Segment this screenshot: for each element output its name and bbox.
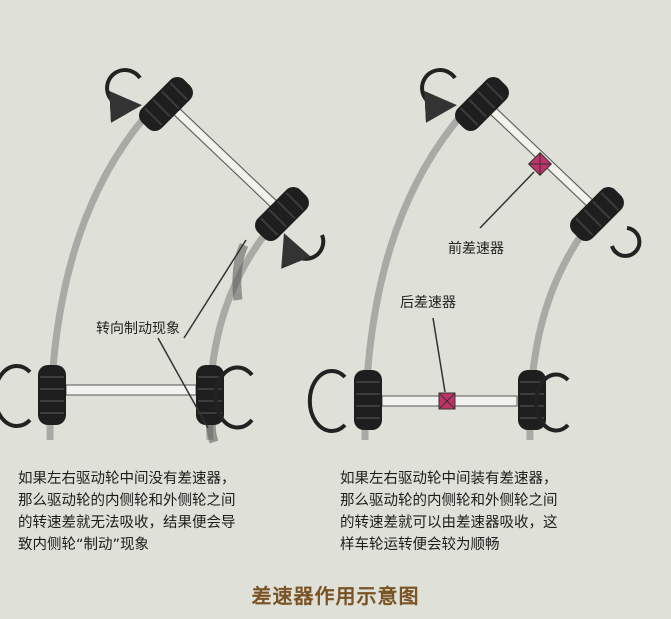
right-vehicle <box>307 68 642 441</box>
rotation-arrow-icon <box>281 233 326 269</box>
caption-line: 的转速差就可以由差速器吸收，这 <box>340 515 558 531</box>
left-rear-axle <box>65 384 197 396</box>
right-front-outer-tire <box>449 71 515 137</box>
rotation-arrow-icon <box>307 369 347 433</box>
caption-line: 如果左右驱动轮中间装有差速器， <box>340 471 558 487</box>
leader-line <box>432 317 446 393</box>
right-caption: 如果左右驱动轮中间装有差速器， 那么驱动轮的内侧轮和外侧轮之间 的转速差就可以由… <box>340 468 640 556</box>
right-outer-track <box>361 92 483 441</box>
left-caption: 如果左右驱动轮中间没有差速器， 那么驱动轮的内侧轮和外侧轮之间 的转速差就无法吸… <box>18 468 318 556</box>
rotation-arrow-icon <box>105 68 142 123</box>
left-skid-mark <box>232 243 249 301</box>
rotation-arrow-icon <box>213 365 254 430</box>
diagram-title: 差速器作用示意图 <box>251 584 420 608</box>
left-vehicle <box>0 68 326 444</box>
caption-line: 的转速差就无法吸收，结果便会导 <box>18 515 236 531</box>
brake-phenomenon-label: 转向制动现象 <box>96 321 180 337</box>
front-differential-label: 前差速器 <box>448 241 504 257</box>
caption-line: 如果左右驱动轮中间没有差速器， <box>18 471 236 487</box>
left-rear-outer-tire <box>37 364 67 426</box>
caption-line: 致内侧轮“制动”现象 <box>18 537 150 553</box>
left-front-axle <box>172 107 281 211</box>
caption-line: 那么驱动轮的内侧轮和外侧轮之间 <box>18 493 236 509</box>
rear-differential <box>438 392 456 410</box>
rotation-arrow-icon <box>420 68 457 123</box>
rotation-arrow-icon <box>610 226 642 258</box>
front-differential <box>527 151 553 177</box>
leader-line <box>479 171 535 229</box>
caption-line: 样车轮运转便会较为顺畅 <box>340 537 500 553</box>
rear-differential-label: 后差速器 <box>400 295 456 311</box>
right-rear-outer-tire <box>353 369 383 431</box>
leader-line <box>183 239 247 339</box>
caption-line: 那么驱动轮的内侧轮和外侧轮之间 <box>340 493 558 509</box>
leader-line <box>157 337 209 429</box>
rotation-arrow-icon <box>0 364 32 428</box>
rotation-arrow-icon <box>534 372 570 433</box>
